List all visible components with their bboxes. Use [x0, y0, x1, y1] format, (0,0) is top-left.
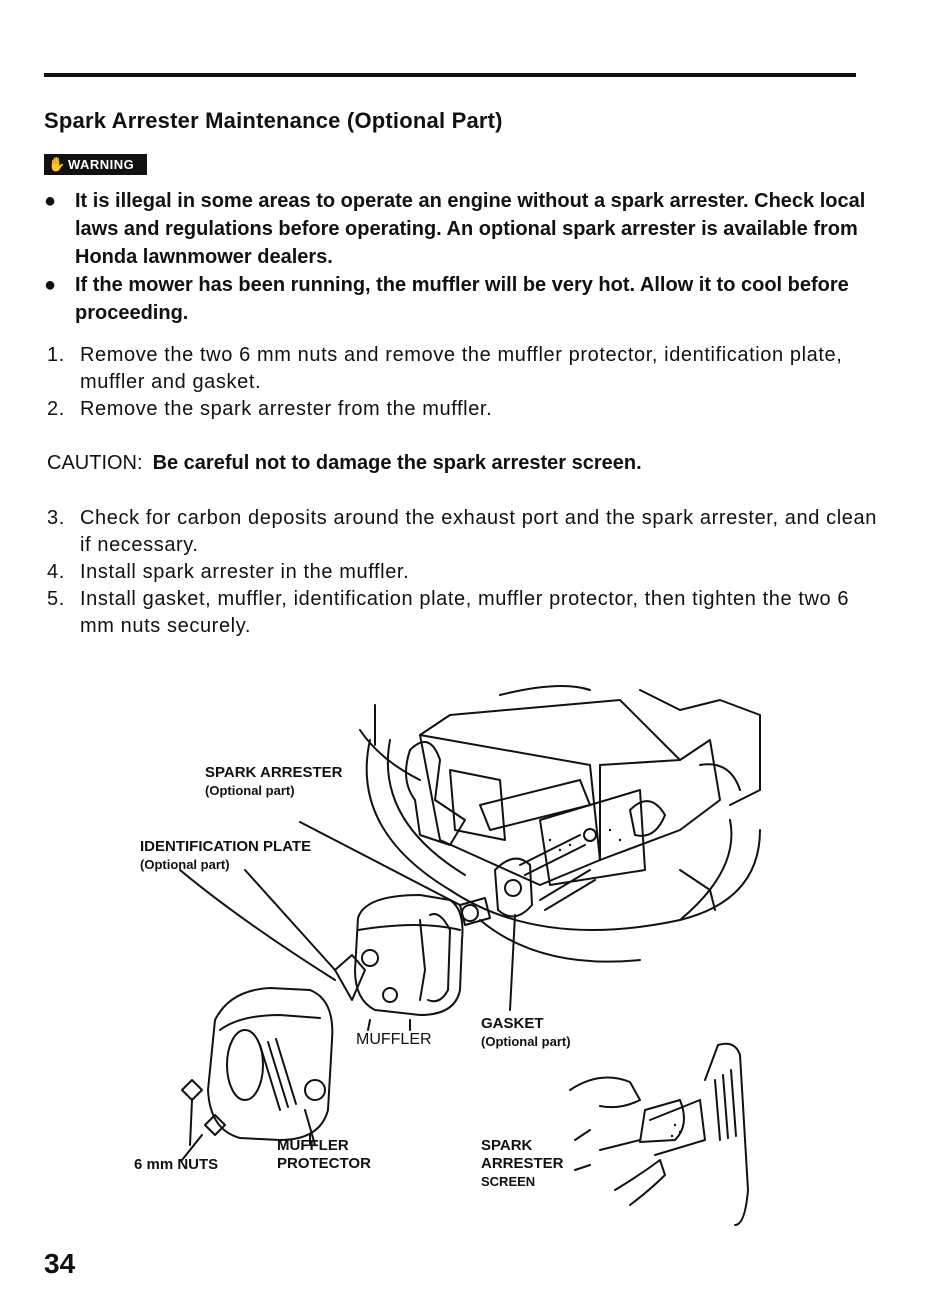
screen-cleaning-illustration	[569, 1042, 749, 1226]
step-number: 1.	[47, 344, 65, 366]
step-number: 4.	[47, 561, 65, 583]
step-text: Install spark arrester in the muffler.	[80, 561, 410, 583]
engine-illustration	[359, 685, 761, 963]
step-text: Remove the two 6 mm nuts and remove the …	[80, 344, 843, 393]
spark-arrester-illustration	[299, 821, 491, 926]
label-identification-plate: IDENTIFICATION PLATE (Optional part)	[140, 838, 311, 874]
exploded-diagram	[179, 685, 761, 1226]
step-item: 1. Remove the two 6 mm nuts and remove t…	[47, 342, 877, 396]
warning-item: ● If the mower has been running, the muf…	[44, 271, 874, 327]
step-item: 3. Check for carbon deposits around the …	[47, 505, 877, 559]
warning-badge: ✋WARNING	[44, 154, 147, 175]
label-spark-arrester-title: SPARK ARRESTER	[205, 764, 343, 781]
bullet-icon: ●	[44, 274, 57, 296]
warning-text: If the mower has been running, the muffl…	[75, 274, 849, 324]
step-item: 5. Install gasket, muffler, identificati…	[47, 586, 877, 640]
step-number: 2.	[47, 398, 65, 420]
warning-text: It is illegal in some areas to operate a…	[75, 190, 866, 268]
step-text: Install gasket, muffler, identification …	[80, 588, 850, 637]
label-screen-line2: ARRESTER	[481, 1155, 564, 1172]
warning-label: WARNING	[67, 157, 135, 172]
steps-list-a: 1. Remove the two 6 mm nuts and remove t…	[47, 342, 877, 423]
bullet-icon: ●	[44, 190, 57, 212]
label-identification-plate-sub: (Optional part)	[140, 857, 230, 872]
muffler-protector-illustration	[181, 987, 334, 1161]
step-text: Check for carbon deposits around the exh…	[80, 507, 877, 556]
step-number: 5.	[47, 588, 65, 610]
label-muffler-protector: MUFFLER PROTECTOR	[277, 1137, 371, 1173]
caution-label: CAUTION:	[47, 452, 143, 474]
label-spark-arrester-screen: SPARK ARRESTER SCREEN	[481, 1137, 564, 1191]
label-muffler: MUFFLER	[356, 1031, 432, 1048]
label-screen-line3: SCREEN	[481, 1174, 536, 1189]
steps-list-b: 3. Check for carbon deposits around the …	[47, 505, 877, 640]
warning-item: ● It is illegal in some areas to operate…	[44, 187, 874, 271]
label-muffler-protector-line1: MUFFLER	[277, 1137, 349, 1154]
label-gasket-title: GASKET	[481, 1015, 544, 1032]
warning-list: ● It is illegal in some areas to operate…	[44, 187, 874, 327]
identification-plate-illustration	[179, 869, 366, 1001]
page-number: 34	[44, 1248, 76, 1279]
label-muffler-protector-line2: PROTECTOR	[277, 1155, 371, 1172]
muffler-illustration	[354, 894, 464, 1031]
label-screen-line1: SPARK	[481, 1137, 533, 1154]
step-item: 2. Remove the spark arrester from the mu…	[47, 396, 877, 423]
diagram-dots	[548, 828, 682, 1138]
label-gasket: GASKET (Optional part)	[481, 1015, 571, 1051]
step-text: Remove the spark arrester from the muffl…	[80, 398, 493, 420]
step-item: 4. Install spark arrester in the muffler…	[47, 559, 877, 586]
section-title: Spark Arrester Maintenance (Optional Par…	[44, 108, 503, 133]
top-rule	[44, 73, 856, 77]
warning-hand-icon: ✋	[48, 156, 66, 172]
label-identification-plate-title: IDENTIFICATION PLATE	[140, 838, 312, 855]
caution-text: Be careful not to damage the spark arres…	[152, 452, 642, 474]
caution-note: CAUTION: Be careful not to damage the spa…	[47, 452, 642, 475]
step-number: 3.	[47, 507, 65, 529]
label-spark-arrester: SPARK ARRESTER (Optional part)	[205, 764, 343, 800]
label-gasket-sub: (Optional part)	[481, 1034, 571, 1049]
gasket-illustration	[494, 857, 533, 1011]
label-nuts: 6 mm NUTS	[134, 1156, 219, 1173]
label-spark-arrester-sub: (Optional part)	[205, 783, 295, 798]
